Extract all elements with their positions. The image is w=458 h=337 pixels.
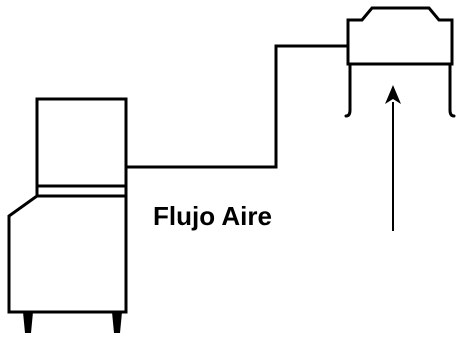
condenser-leg-right [448, 62, 456, 118]
refrigerant-line-icon [126, 44, 348, 169]
bin-legs [23, 312, 122, 333]
airflow-label: Flujo Aire [153, 201, 272, 231]
bin-leg-left [23, 312, 33, 333]
storage-bin-icon [7, 186, 128, 314]
ice-machine-head-icon [35, 97, 128, 188]
up-arrow-icon [385, 85, 401, 231]
bin-leg-right [112, 312, 122, 333]
condenser-legs [344, 62, 456, 118]
remote-condenser-icon [346, 6, 454, 66]
condenser-leg-left [344, 62, 352, 118]
